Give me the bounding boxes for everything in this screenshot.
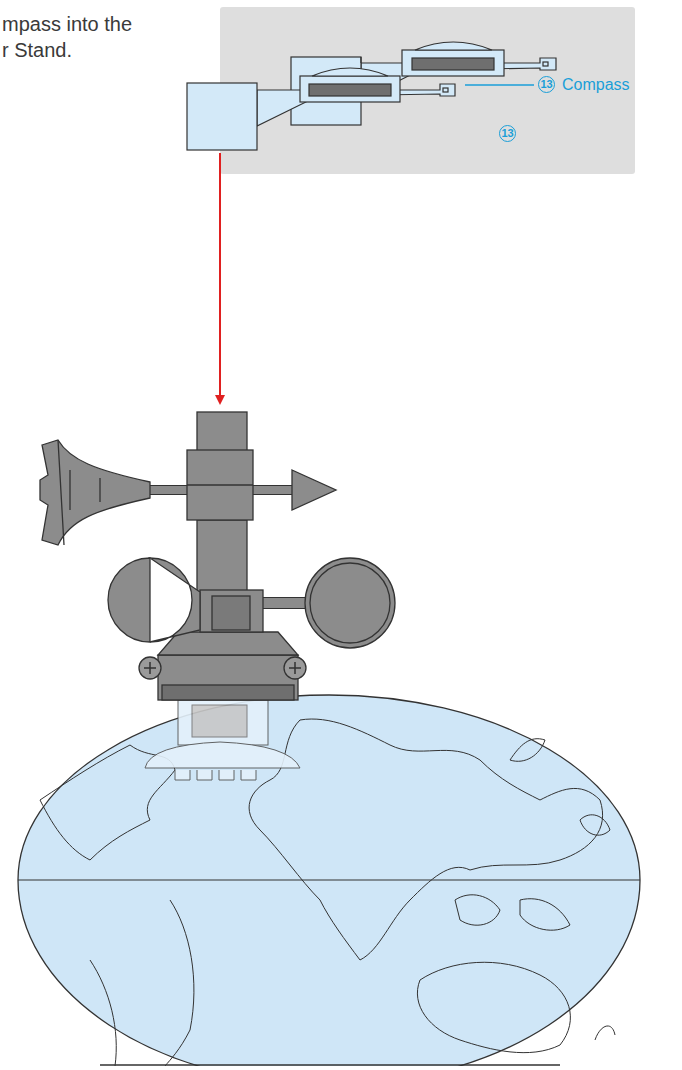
stand-ring <box>162 685 294 700</box>
compass-dome <box>312 68 388 76</box>
anemometer-cup <box>305 558 395 648</box>
compass-housing <box>300 76 400 102</box>
stand-base <box>158 655 298 700</box>
compass-slot <box>543 62 548 66</box>
vane-collar <box>187 450 253 520</box>
vane-pointer <box>292 470 336 510</box>
leader-line <box>465 84 534 86</box>
compass-needle-band <box>412 58 494 70</box>
screw <box>139 657 161 679</box>
insert-arrow <box>219 153 221 400</box>
globe-equator <box>18 879 640 880</box>
inset-panel <box>220 7 635 174</box>
vane-tail <box>40 440 150 545</box>
compass-edge <box>360 57 361 63</box>
compass-part <box>187 68 455 150</box>
compass-slot <box>443 88 448 92</box>
screw-slot <box>144 662 156 674</box>
compass-housing <box>402 50 504 76</box>
globe-sphere <box>18 695 640 1066</box>
vane-ribs <box>58 440 100 545</box>
cup-arm <box>263 598 305 608</box>
pole-top <box>197 412 247 452</box>
vane-rod <box>253 486 295 494</box>
collar-seam <box>187 484 253 485</box>
cup-arm-outline <box>263 597 305 609</box>
part-name: Compass <box>562 75 630 95</box>
hub-detail <box>212 596 250 630</box>
instruction-text: mpass into the <box>2 12 132 36</box>
compass-part <box>291 42 556 125</box>
compass-needle-band <box>309 84 391 96</box>
vane-rod-outline <box>253 485 295 495</box>
anemometer-cup <box>150 558 200 642</box>
globe-base <box>18 695 640 1066</box>
cup-rim <box>310 563 390 643</box>
compass-block <box>187 83 257 150</box>
globe-cut <box>100 1064 560 1065</box>
weather-stand <box>40 412 395 700</box>
anemometer-cup <box>108 558 150 642</box>
compass-dome <box>415 42 492 50</box>
callout-number: 13 <box>499 125 516 142</box>
cup-hub <box>200 590 263 632</box>
instruction-text: r Stand. <box>2 38 72 62</box>
screw-slot <box>289 662 301 674</box>
compass-arm <box>257 84 455 126</box>
callout-number: 13 <box>538 76 555 93</box>
continent-outlines <box>40 719 615 1066</box>
screw <box>284 657 306 679</box>
suction-mount <box>145 700 300 780</box>
pole <box>197 520 247 595</box>
